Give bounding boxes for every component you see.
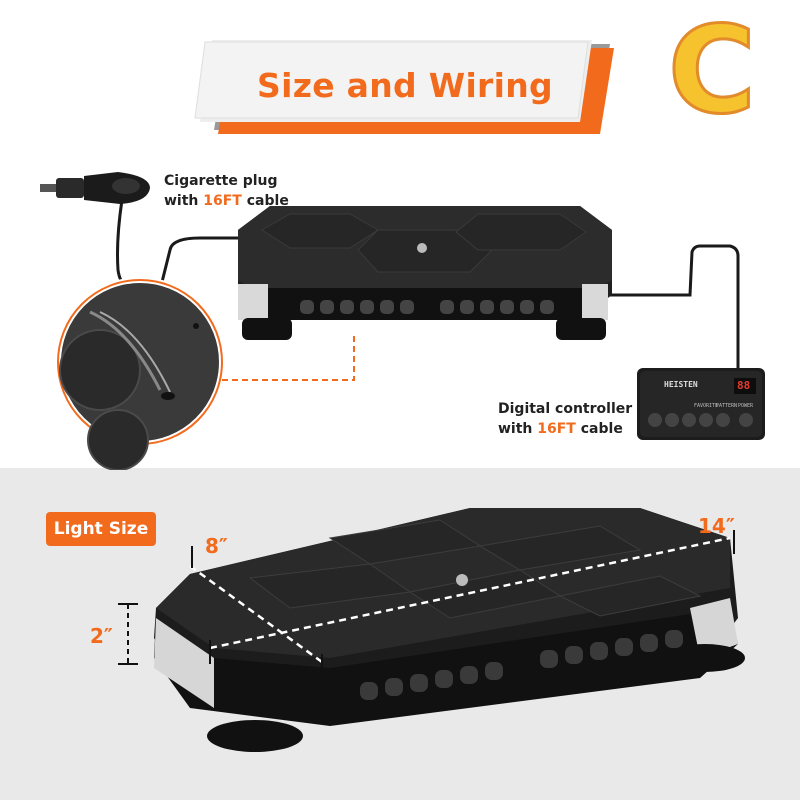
controller-pattern-label: PATTERN <box>716 403 738 409</box>
controller-cable <box>600 244 740 372</box>
controller-device <box>637 368 765 440</box>
banner-title: Size and Wiring <box>257 66 553 105</box>
dimension-ticks <box>191 530 735 674</box>
detail-leader-line <box>222 332 355 381</box>
variant-letter: C <box>666 2 757 141</box>
light-bar-top-view <box>238 206 612 340</box>
cigarette-label-line1: Cigarette plug <box>164 173 278 189</box>
controller-favorite-label: FAVORITE <box>694 403 719 409</box>
cigarette-plug-icon <box>40 172 150 204</box>
light-bar-dimension-illustration <box>118 508 745 752</box>
cigarette-length: 16FT <box>203 193 242 209</box>
controller-brand: HEISTEN <box>664 380 698 389</box>
controller-suffix: cable <box>575 421 623 437</box>
light-size-badge: Light Size <box>46 512 156 546</box>
magnet-detail-zoom <box>55 277 225 470</box>
controller-power-label: POWER <box>738 403 754 409</box>
width-dimension-label: 8″ <box>205 534 228 558</box>
light-bar-side-view <box>154 508 745 752</box>
cigarette-label-line2: with 16FT cable <box>164 191 289 211</box>
controller-label: Digital controller with 16FT cable <box>498 399 632 439</box>
dimension-lines <box>189 536 731 664</box>
controller-display: 88 <box>737 379 751 392</box>
wiring-illustration <box>40 172 765 470</box>
height-dimension-label: 2″ <box>90 624 113 648</box>
height-dimension <box>118 603 138 665</box>
length-dimension-label: 14″ <box>698 514 735 538</box>
controller-length: 16FT <box>537 421 576 437</box>
cigarette-suffix: cable <box>241 193 289 209</box>
cigarette-plug-label: Cigarette plug with 16FT cable <box>164 171 289 211</box>
controller-label-line1: Digital controller <box>498 401 633 417</box>
cigarette-prefix: with <box>164 193 204 209</box>
controller-prefix: with <box>498 421 538 437</box>
controller-label-line2: with 16FT cable <box>498 419 632 439</box>
